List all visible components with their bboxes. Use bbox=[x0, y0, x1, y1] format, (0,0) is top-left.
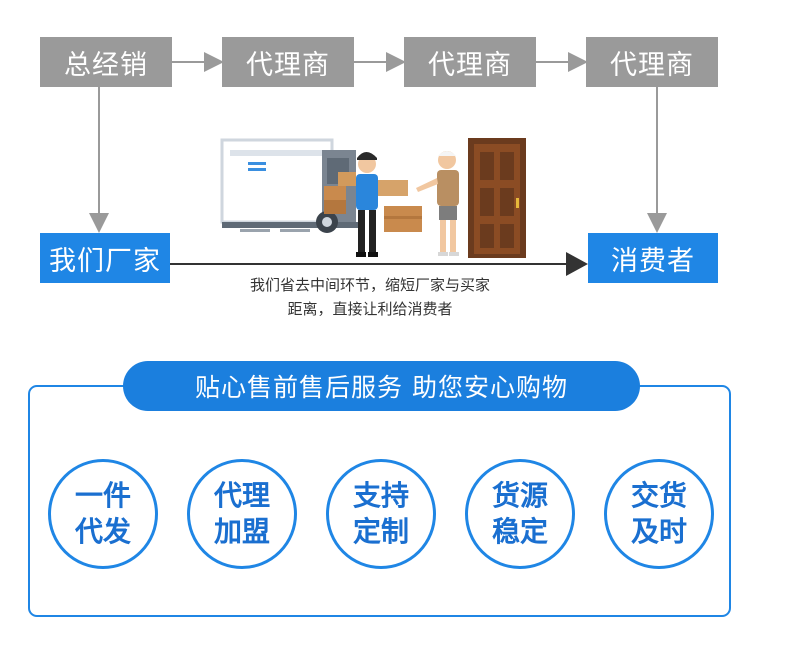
service-label-line2: 定制 bbox=[352, 515, 409, 548]
service-circle-customize: 支持 定制 bbox=[326, 459, 436, 569]
factory-box: 我们厂家 bbox=[40, 233, 170, 283]
agent-box-2: 代理商 bbox=[404, 37, 536, 87]
service-label-line1: 货源 bbox=[491, 479, 548, 512]
service-label-line1: 交货 bbox=[630, 479, 687, 512]
door-icon bbox=[468, 138, 526, 258]
caption-line-1: 我们省去中间环节，缩短厂家与买家 bbox=[249, 276, 490, 294]
service-label-line2: 及时 bbox=[630, 515, 687, 548]
consumer-box: 消费者 bbox=[588, 233, 718, 283]
agent-box-1: 代理商 bbox=[222, 37, 354, 87]
agent-box-3: 代理商 bbox=[586, 37, 718, 87]
service-label-line2: 代发 bbox=[74, 515, 131, 548]
courier-icon bbox=[356, 152, 422, 257]
service-label-line2: 加盟 bbox=[213, 515, 270, 548]
parcel-stack-icon bbox=[324, 172, 356, 214]
caption-line-2: 距离，直接让利给消费者 bbox=[287, 300, 453, 318]
arrow-head-consumer bbox=[566, 252, 588, 276]
distributor-box: 总经销 bbox=[40, 37, 172, 87]
service-label-line1: 一件 bbox=[74, 479, 131, 512]
services-banner: 贴心售前售后服务 助您安心购物 bbox=[123, 361, 640, 411]
service-label-line2: 稳定 bbox=[491, 515, 548, 548]
customer-icon bbox=[416, 151, 459, 256]
service-label-line1: 支持 bbox=[352, 479, 409, 512]
service-label-line1: 代理 bbox=[213, 479, 270, 512]
service-circle-stable-supply: 货源 稳定 bbox=[465, 459, 575, 569]
service-circle-timely-delivery: 交货 及时 bbox=[604, 459, 714, 569]
service-circle-franchise: 代理 加盟 bbox=[187, 459, 297, 569]
service-circle-dropship: 一件 代发 bbox=[48, 459, 158, 569]
